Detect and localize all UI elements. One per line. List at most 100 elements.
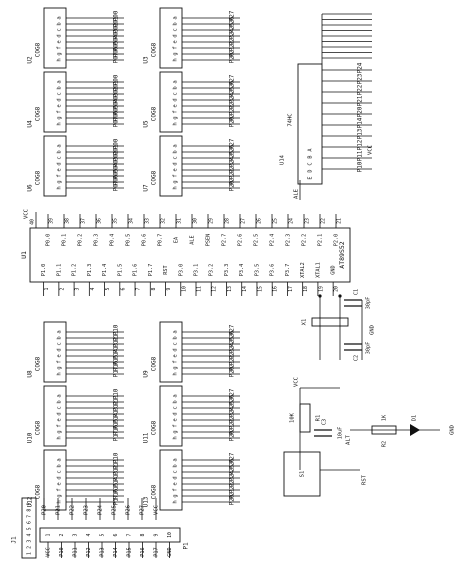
segment-net-label: P20: [229, 180, 236, 191]
segment-pin-label: e: [57, 482, 63, 485]
digit-ref-label: U5: [143, 120, 150, 128]
segment-net-label: P21: [229, 110, 236, 121]
connector-body: [21, 497, 37, 559]
segment-pin-label: c: [173, 470, 179, 473]
segment-net-label: P23: [229, 34, 236, 45]
segment-net-label: P01: [113, 16, 120, 27]
segment-net-label: P26: [229, 394, 236, 405]
segment-pin-label: d: [173, 412, 179, 415]
segment-net-label: P16: [113, 488, 120, 499]
segment-net-label: P26: [229, 458, 236, 469]
segment-pin-label: a: [173, 16, 179, 19]
segment-pin-label: c: [57, 156, 63, 159]
mcu-pin-name: P0.5: [126, 234, 132, 247]
mcu-pin-number: 10: [181, 286, 187, 292]
segment-pin-label: c: [173, 342, 179, 345]
mcu-pin-name: P2.2: [302, 234, 308, 247]
segment-pin-label: h: [57, 436, 63, 439]
digit-part-label: COG8: [35, 170, 42, 185]
mcu-pin-name: P1.6: [133, 264, 139, 277]
segment-net-label: P21: [229, 424, 236, 435]
segment-pin-label: f: [173, 424, 179, 427]
segment-pin-label: e: [173, 40, 179, 43]
mcu-pin-name: P2.3: [286, 234, 292, 247]
switch-ref: S1: [300, 471, 306, 478]
mcu-pin-number: 5: [105, 287, 111, 290]
connector-pin-number: 4: [27, 533, 33, 536]
segment-pin-label: h: [173, 372, 179, 375]
decoder-net-label: P22: [357, 84, 364, 95]
segment-net-label: P01: [113, 144, 120, 155]
decoder-pin-label: D: [308, 169, 314, 172]
segment-pin-label: d: [57, 162, 63, 165]
resistor-value: 1K: [382, 414, 388, 421]
decoder-net-label: P20: [357, 106, 364, 117]
decoder-part: 74HC: [288, 113, 294, 126]
digit-module-body: [159, 321, 183, 383]
mcu-ref: U1: [20, 251, 28, 259]
segment-pin-label: e: [57, 40, 63, 43]
segment-pin-label: d: [57, 476, 63, 479]
segment-pin-label: c: [173, 28, 179, 31]
segment-net-label: P13: [113, 342, 120, 353]
segment-pin-label: g: [173, 366, 179, 369]
segment-net-label: P11: [113, 394, 120, 405]
digit-ref-label: U13: [143, 496, 150, 507]
segment-pin-label: b: [57, 150, 63, 153]
mcu-pin-number: 21: [337, 218, 343, 224]
mcu-pin-name: P3.6: [270, 264, 276, 277]
rst-label: RST: [362, 474, 368, 485]
segment-net-label: P26: [229, 144, 236, 155]
digit-ref-label: U10: [27, 432, 34, 443]
segment-pin-label: d: [57, 34, 63, 37]
digit-part-label: COG8: [35, 106, 42, 121]
segment-net-label: P12: [113, 400, 120, 411]
mcu-pin-number: 37: [81, 218, 87, 224]
segment-pin-label: e: [57, 104, 63, 107]
segment-net-label: P27: [229, 452, 236, 463]
decoder-net-label: P14: [357, 117, 364, 128]
digit-part-label: COG8: [35, 42, 42, 57]
decoder-net-label: P13: [357, 128, 364, 139]
connector-pin-number: 3: [27, 540, 33, 543]
mcu-pin-name: XTAL2: [300, 262, 306, 278]
mcu-pin-number: 9: [166, 287, 172, 290]
segment-net-label: P21: [229, 488, 236, 499]
alt-label: ALT: [346, 434, 352, 445]
segment-net-label: P15: [113, 482, 120, 493]
segment-net-label: P16: [113, 360, 120, 371]
segment-net-label: P27: [229, 324, 236, 335]
connector-pin-number: 2: [27, 546, 33, 549]
digit-ref-label: U3: [143, 56, 150, 64]
mcu-at89s52: P0.039P0.138P0.237P0.336P0.435P0.534P0.6…: [20, 209, 351, 296]
segment-pin-label: a: [57, 144, 63, 147]
connector-net-label: P13: [100, 547, 106, 556]
segment-net-label: P24: [229, 342, 236, 353]
digit-part-label: COG8: [35, 356, 42, 371]
segment-pin-label: e: [57, 418, 63, 421]
connector-pin-number: 5: [100, 533, 106, 536]
segment-net-label: P07: [113, 116, 120, 127]
mcu-pin-number: 16: [273, 286, 279, 292]
connector-net-label: VCC: [46, 547, 52, 556]
connector-net-label: P21: [56, 505, 62, 515]
segment-net-label: P11: [113, 458, 120, 469]
segment-net-label: P23: [229, 162, 236, 173]
decoder-pin-label: A: [308, 148, 314, 152]
mcu-pin-number: 25: [273, 218, 279, 224]
mcu-pin-number: 28: [225, 218, 231, 224]
mcu-pin-name: ALE: [190, 235, 196, 244]
connector-net-label: P25: [112, 505, 118, 515]
segment-net-label: P16: [113, 424, 120, 435]
segment-pin-label: b: [57, 464, 63, 467]
segment-pin-label: e: [173, 104, 179, 107]
cap-ref: C1: [354, 289, 360, 295]
segment-pin-label: a: [173, 80, 179, 83]
segment-pin-label: a: [57, 80, 63, 83]
